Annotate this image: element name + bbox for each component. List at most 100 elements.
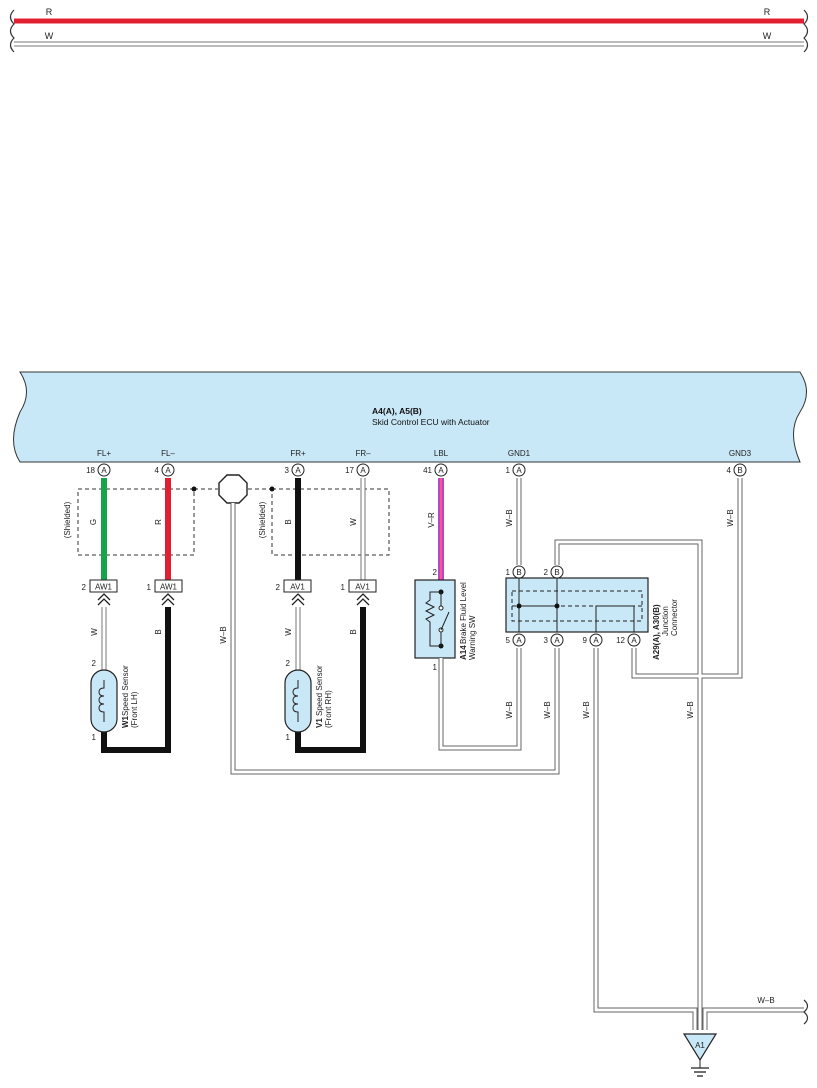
top-wire-bundle: R R W W — [9, 7, 809, 53]
ground-wires-inner — [231, 478, 804, 1030]
pin-conn-fr-plus: A — [295, 466, 301, 475]
conn-aw1-name-b: AW1 — [160, 583, 178, 592]
conn-av1-name-b: AV1 — [355, 583, 370, 592]
shield-ground-octagon — [218, 474, 248, 504]
conn-aw1-pin1 — [154, 579, 183, 593]
ground-wires — [230, 478, 809, 1030]
brake-switch-contact-a — [438, 605, 444, 611]
pin-num-j5: 5 — [506, 636, 511, 645]
top-white-label-right: W — [763, 31, 772, 41]
wire-label-r: R — [154, 519, 163, 525]
pin-label-fl-plus: FL+ — [97, 449, 111, 458]
left-break-mark — [9, 9, 15, 53]
right-break-mark — [803, 9, 809, 53]
speed-sensor-fl-line1: Speed Sensor — [121, 665, 130, 716]
ecu-box: A4(A), A5(B) Skid Control ECU with Actua… — [13, 371, 807, 463]
wire-label-wb-pin3: W–B — [543, 701, 552, 718]
pin-conn-gnd3: B — [737, 466, 742, 475]
pin-conn-fl-plus: A — [101, 466, 107, 475]
brake-switch-pin-bottom: 1 — [433, 663, 438, 672]
pin-num-gnd3: 4 — [727, 466, 732, 475]
wire-aw1-b-black — [101, 607, 171, 753]
gw-right-out — [702, 1007, 804, 1030]
conn-av1-pin1 — [348, 579, 377, 593]
conn-aw1-pin-b: 1 — [147, 583, 152, 592]
brake-fluid-switch: 2 1 A14 Brake Fluid Level Warning SW — [414, 568, 477, 672]
wire-label-g: G — [89, 519, 98, 525]
brake-switch-resistor — [424, 591, 441, 647]
ecu-code: A4(A), A5(B) — [372, 406, 422, 416]
brake-switch-pin-top: 2 — [433, 568, 438, 577]
gw-pin2-to-ground-in — [555, 540, 702, 1030]
speed-sensor-fl-coil — [98, 680, 105, 722]
junction-line1: Junction — [661, 606, 670, 636]
wire-label-w: W — [349, 518, 358, 526]
pin-num-fr-minus: 17 — [345, 466, 354, 475]
pin-label-fr-plus: FR+ — [290, 449, 306, 458]
pin-num-j12: 12 — [616, 636, 625, 645]
pin-conn-j5: A — [516, 636, 522, 645]
junction-line2: Connector — [670, 599, 679, 636]
pin-conn-gnd1: A — [516, 466, 522, 475]
speed-sensor-fl-line2: (Front LH) — [130, 691, 139, 728]
top-white-label-left: W — [45, 31, 54, 41]
pin-num-fr-plus: 3 — [285, 466, 290, 475]
wire-av1-b-black — [295, 607, 366, 753]
speed-sensor-fr-pin-top: 2 — [286, 659, 291, 668]
shielded-label-fr: (Shielded) — [258, 501, 267, 538]
pin-num-j1: 1 — [506, 568, 511, 577]
speed-sensor-fl-pin-bottom: 1 — [92, 733, 97, 742]
chevron-av1-a — [291, 593, 305, 606]
brake-switch-line1: Brake Fluid Level — [459, 582, 468, 644]
speed-sensor-fr-line2: (Front RH) — [324, 690, 333, 728]
speed-sensor-fr-code: V1 — [315, 718, 324, 728]
pin-circle-fr-minus — [356, 463, 370, 477]
connector-chevrons — [97, 593, 370, 606]
brake-switch-body — [414, 579, 456, 659]
pin-circle-j9 — [589, 633, 603, 647]
ecu-name: Skid Control ECU with Actuator — [372, 417, 490, 427]
conn-av1-name-a: AV1 — [290, 583, 305, 592]
pin-label-lbl: LBL — [434, 449, 449, 458]
junction-body — [505, 577, 649, 633]
pin-conn-j9: A — [593, 636, 599, 645]
pin-num-fl-minus: 4 — [155, 466, 160, 475]
gw-pin9-to-ground-in — [594, 648, 697, 1030]
pin-conn-j2: B — [554, 568, 559, 577]
junction-code: A29(A), A30(B) — [652, 604, 661, 660]
junction-bus-2 — [595, 605, 635, 632]
shield-box-fl — [77, 488, 195, 556]
junction-node-2 — [554, 603, 560, 609]
pin-conn-lbl: A — [438, 466, 444, 475]
pin-num-j2: 2 — [544, 568, 549, 577]
gw-pin9-to-ground — [593, 648, 698, 1030]
ground-triangle — [682, 1033, 718, 1062]
pin-conn-j3: A — [554, 636, 560, 645]
wire-label-av1-w: W — [284, 628, 293, 636]
wire-label-b: B — [284, 519, 293, 524]
pin-circle-j12 — [627, 633, 641, 647]
chevron-aw1-b — [161, 593, 175, 606]
top-red-label-left: R — [46, 7, 53, 17]
conn-aw1-pin-a: 2 — [82, 583, 87, 592]
conn-av1-pin2 — [283, 579, 312, 593]
chevron-av1-b — [356, 593, 370, 606]
chevron-aw1-a — [97, 593, 111, 606]
brake-switch-code: A14 — [459, 645, 468, 660]
gw-gnd3-in — [632, 478, 742, 678]
pin-circle-fr-plus — [291, 463, 305, 477]
conn-aw1-name-a: AW1 — [95, 583, 113, 592]
pin-label-fl-minus: FL– — [161, 449, 175, 458]
ecu-body — [13, 371, 807, 463]
speed-sensor-fl-body — [90, 669, 118, 733]
pin-num-j3: 3 — [544, 636, 549, 645]
junction-connector: A29(A), A30(B) Junction Connector — [505, 577, 679, 660]
speed-sensor-fr-line1: Speed Sensor — [315, 665, 324, 716]
speed-sensor-fr: 2 1 V1 Speed Sensor (Front RH) — [284, 659, 333, 742]
wire-label-av1-b: B — [349, 629, 358, 634]
pin-num-j9: 9 — [583, 636, 588, 645]
junction-node-1 — [516, 603, 522, 609]
top-red-label-right: R — [764, 7, 771, 17]
gw-right-out-in — [703, 1008, 804, 1030]
